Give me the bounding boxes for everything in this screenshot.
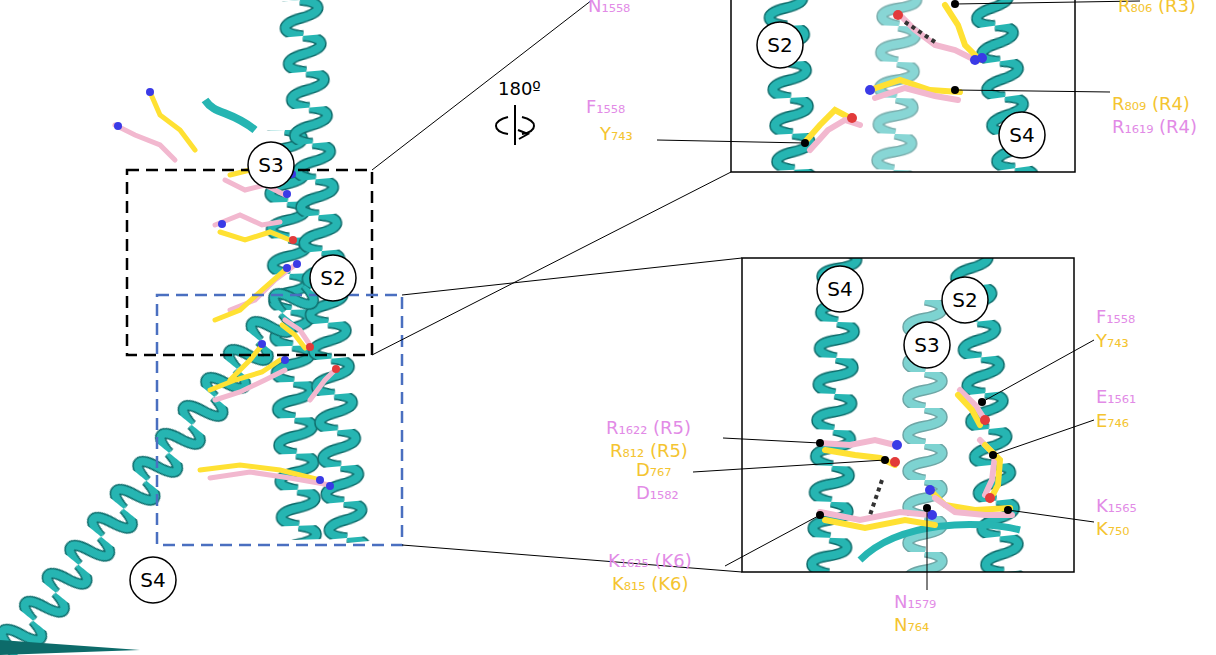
residue-label: R₁₆₂₂ (R5) bbox=[606, 418, 691, 439]
residue-label: K₁₆₂₅ (K6) bbox=[608, 551, 692, 572]
helix-label-circle: S2 bbox=[940, 275, 990, 325]
residue-label: R₈₁₂ (R5) bbox=[610, 441, 688, 462]
helix-label-circle: S4 bbox=[815, 264, 865, 314]
residue-label: F₁₅₅₈ bbox=[1096, 307, 1135, 328]
helix-name: S2 bbox=[940, 275, 990, 325]
residue-label: N₇₆₄ bbox=[894, 615, 929, 636]
helix-label-circle: S4 bbox=[997, 110, 1047, 160]
helix-name: S2 bbox=[308, 253, 358, 303]
helix-label-circle: S2 bbox=[308, 253, 358, 303]
residue-label: R₁₆₁₉ (R4) bbox=[1112, 117, 1197, 138]
helix-name: S3 bbox=[902, 320, 952, 370]
residue-label: D₁₅₈₂ bbox=[636, 483, 679, 504]
residue-label: Y₇₄₃ bbox=[1096, 331, 1129, 352]
helix-label-circle: S4 bbox=[128, 555, 178, 605]
helix-name: S2 bbox=[755, 20, 805, 70]
residue-label: Y₇₄₃ bbox=[600, 124, 633, 145]
helix-label-circle: S3 bbox=[246, 140, 296, 190]
helix-name: S4 bbox=[128, 555, 178, 605]
residue-label: N₁₅₇₉ bbox=[894, 592, 936, 613]
residue-label: N₁₅₅₈ bbox=[588, 0, 630, 17]
helix-label-circle: S3 bbox=[902, 320, 952, 370]
residue-label: D₇₆₇ bbox=[636, 460, 672, 481]
helix-name: S3 bbox=[246, 140, 296, 190]
rotation-label: 180º bbox=[498, 79, 541, 100]
residue-label: K₇₅₀ bbox=[1096, 519, 1129, 540]
helix-name: S4 bbox=[997, 110, 1047, 160]
residue-label: K₈₁₅ (K6) bbox=[612, 574, 688, 595]
residue-label: E₁₅₆₁ bbox=[1096, 387, 1136, 408]
residue-label: F₁₅₅₈ bbox=[586, 97, 625, 118]
residue-label: K₁₅₆₅ bbox=[1096, 496, 1137, 517]
helix-label-circle: S2 bbox=[755, 20, 805, 70]
residue-label: R₈₀₆ (R3) bbox=[1118, 0, 1196, 17]
residue-label: R₈₀₉ (R4) bbox=[1112, 94, 1190, 115]
helix-name: S4 bbox=[815, 264, 865, 314]
residue-label: E₇₄₆ bbox=[1096, 411, 1129, 432]
